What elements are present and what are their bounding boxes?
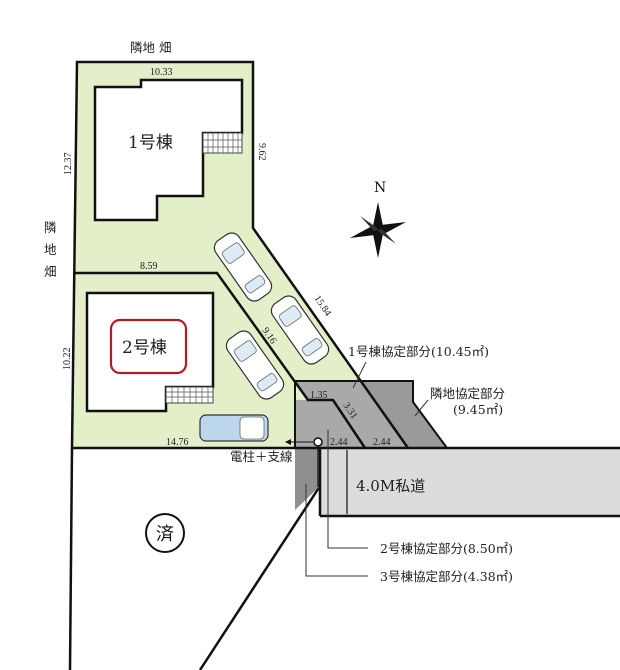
dim-step: 1.35 [310,390,328,401]
car-parking-1 [213,232,273,302]
building1-stairs [202,132,243,154]
lot-divider [75,271,367,449]
lot2-boundary [294,380,360,448]
car-parking-3 [225,330,285,400]
building2-highlight [109,318,188,375]
building1-label: 1号棟 [128,133,173,153]
dim-lot1-left: 12.37 [63,153,74,176]
agreement2-leader [327,430,368,549]
agreement3-leader [305,484,368,577]
car-parking-4 [199,414,269,442]
dim-frontage-1: 2.44 [373,437,391,448]
north-label: N [374,180,386,196]
sold-mark-label: 済 [156,524,174,545]
road-label: 4.0M私道 [356,477,425,495]
sold-mark [145,513,185,553]
dim-lot2-bottom: 14.76 [166,437,189,448]
lot1-boundary [70,60,410,449]
private-road [320,448,620,516]
dim-lot1-right: 9.62 [256,143,267,161]
dim-lot2-top: 8.59 [140,261,158,272]
agreement-neighbor-label: 隣地協定部分 [430,386,505,401]
dim-lot1-top: 10.33 [150,67,173,78]
north-compass-icon [350,202,406,258]
lot3-boundary [68,447,74,670]
agreement3-label: 3号棟協定部分(4.38㎡) [380,569,513,584]
agreement2-label: 2号棟協定部分(8.50㎡) [380,541,513,556]
neighbor-agreement-boundary [360,380,448,449]
neighbor-left-label-2: 地 [44,242,57,257]
building2-stairs [165,386,214,404]
dim-lot2-left: 10.22 [62,348,73,371]
agreement-neighbor-area: (9.45㎡) [453,402,503,417]
neighbor-left-label-1: 隣 [44,220,57,235]
building2-label: 2号棟 [122,338,167,358]
agreement1-leader [352,361,367,389]
arrow-left-icon [285,439,291,445]
utility-pole-icon [313,437,323,447]
lot3-diagonal-boundary [198,485,322,670]
agreement1-label: 1号棟協定部分(10.45㎡) [348,344,489,359]
dim-frontage-2: 2.44 [330,437,348,448]
agreement-neighbor-leader [414,399,429,417]
neighbor-top-label: 隣地 畑 [130,40,171,55]
agreement-area-lot3 [295,448,320,510]
agreement-area-neighbor [360,381,447,448]
car-parking-2 [270,295,330,365]
utility-pole-label: 電柱＋支線 [230,449,293,464]
neighbor-left-label-3: 畑 [44,264,57,279]
